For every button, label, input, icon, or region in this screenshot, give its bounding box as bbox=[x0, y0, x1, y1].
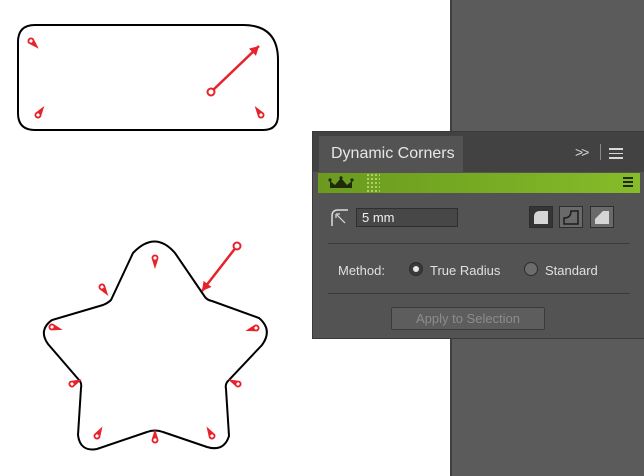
corner-markers bbox=[26, 36, 266, 444]
panel-divider bbox=[328, 293, 630, 294]
radius-input[interactable]: 5 mm bbox=[356, 208, 458, 227]
corner-widget[interactable] bbox=[33, 104, 47, 120]
corner-widget[interactable] bbox=[227, 376, 243, 388]
corner-radius-icon bbox=[331, 209, 348, 226]
method-label: Method: bbox=[338, 263, 385, 278]
chamfer-corner-icon bbox=[595, 211, 609, 224]
corner-widget[interactable] bbox=[67, 376, 83, 388]
true-radius-radio[interactable] bbox=[409, 262, 423, 276]
panel-menu-icon[interactable] bbox=[609, 148, 623, 162]
standard-label[interactable]: Standard bbox=[545, 263, 598, 278]
star-shape[interactable] bbox=[42, 240, 268, 451]
apply-to-selection-button[interactable]: Apply to Selection bbox=[391, 307, 545, 330]
round-corner-icon bbox=[534, 211, 548, 224]
round-corner-button[interactable] bbox=[529, 206, 553, 228]
corner-widget[interactable] bbox=[26, 36, 41, 51]
collapse-panel-icon[interactable]: >> bbox=[575, 144, 589, 160]
corner-widget[interactable] bbox=[97, 282, 111, 298]
true-radius-label[interactable]: True Radius bbox=[430, 263, 501, 278]
radius-drag-arrow[interactable] bbox=[206, 45, 260, 97]
inverted-corner-icon bbox=[563, 210, 579, 225]
corner-widget[interactable] bbox=[48, 323, 64, 334]
standard-radio[interactable] bbox=[524, 262, 538, 276]
corner-widget[interactable] bbox=[244, 324, 260, 335]
crown-icon bbox=[328, 176, 354, 188]
corner-widget[interactable] bbox=[203, 425, 216, 441]
corner-widget[interactable] bbox=[92, 425, 105, 441]
corner-widget[interactable] bbox=[151, 429, 159, 444]
banner-menu-icon[interactable] bbox=[623, 177, 633, 189]
tab-divider bbox=[600, 144, 601, 160]
panel-tab-bar: Dynamic Corners >> bbox=[313, 132, 644, 172]
plugin-banner bbox=[318, 173, 640, 193]
radius-drag-arrow[interactable] bbox=[201, 241, 242, 292]
inverted-corner-button[interactable] bbox=[559, 206, 583, 228]
artwork-canvas bbox=[17, 24, 279, 451]
banner-texture bbox=[366, 173, 380, 193]
corner-widget[interactable] bbox=[252, 104, 266, 120]
chamfer-corner-button[interactable] bbox=[590, 206, 614, 228]
panel-divider bbox=[328, 243, 630, 244]
panel-tab[interactable]: Dynamic Corners bbox=[319, 136, 463, 172]
dynamic-corners-panel: Dynamic Corners >> 5 mm Method: True Rad… bbox=[312, 131, 644, 339]
corner-widget[interactable] bbox=[151, 254, 159, 270]
rounded-rectangle-shape[interactable] bbox=[17, 24, 279, 131]
